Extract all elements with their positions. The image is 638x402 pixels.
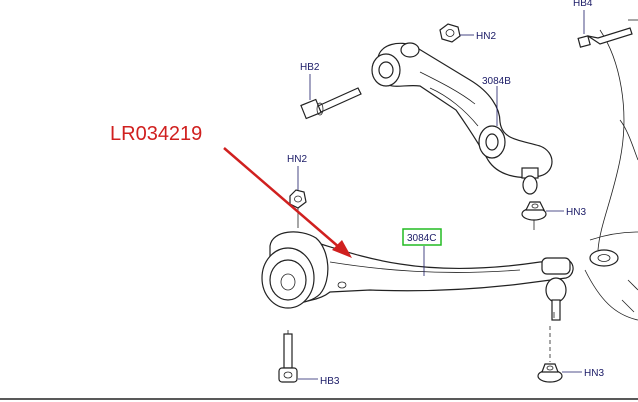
- bolt-hb4: [577, 27, 633, 48]
- upper-control-arm: [371, 42, 553, 195]
- bolt-hb3: [278, 330, 298, 383]
- knuckle-fragment: [584, 19, 638, 321]
- label-hn3-lower: HN3: [584, 368, 604, 379]
- nut-hn3-upper: [521, 201, 547, 230]
- label-hb4: HB4: [573, 0, 593, 9]
- nut-hn2-lower: [289, 189, 307, 228]
- label-hb3: HB3: [320, 376, 340, 387]
- label-3084c: 3084C: [407, 233, 436, 244]
- label-hn3-upper: HN3: [566, 207, 586, 218]
- label-hb2: HB2: [300, 62, 320, 73]
- bolt-hb2: [300, 87, 362, 120]
- nut-hn2-top: [439, 23, 461, 43]
- label-3084c-highlight: [402, 228, 442, 246]
- nut-hn3-lower: [537, 326, 563, 383]
- lower-control-arm: [261, 231, 574, 321]
- part-number-callout: LR034219: [110, 123, 202, 145]
- callout-arrow: [223, 147, 352, 258]
- label-hn2-top: HN2: [476, 31, 496, 42]
- label-hn2-lower: HN2: [287, 154, 307, 165]
- label-3084b: 3084B: [482, 76, 511, 87]
